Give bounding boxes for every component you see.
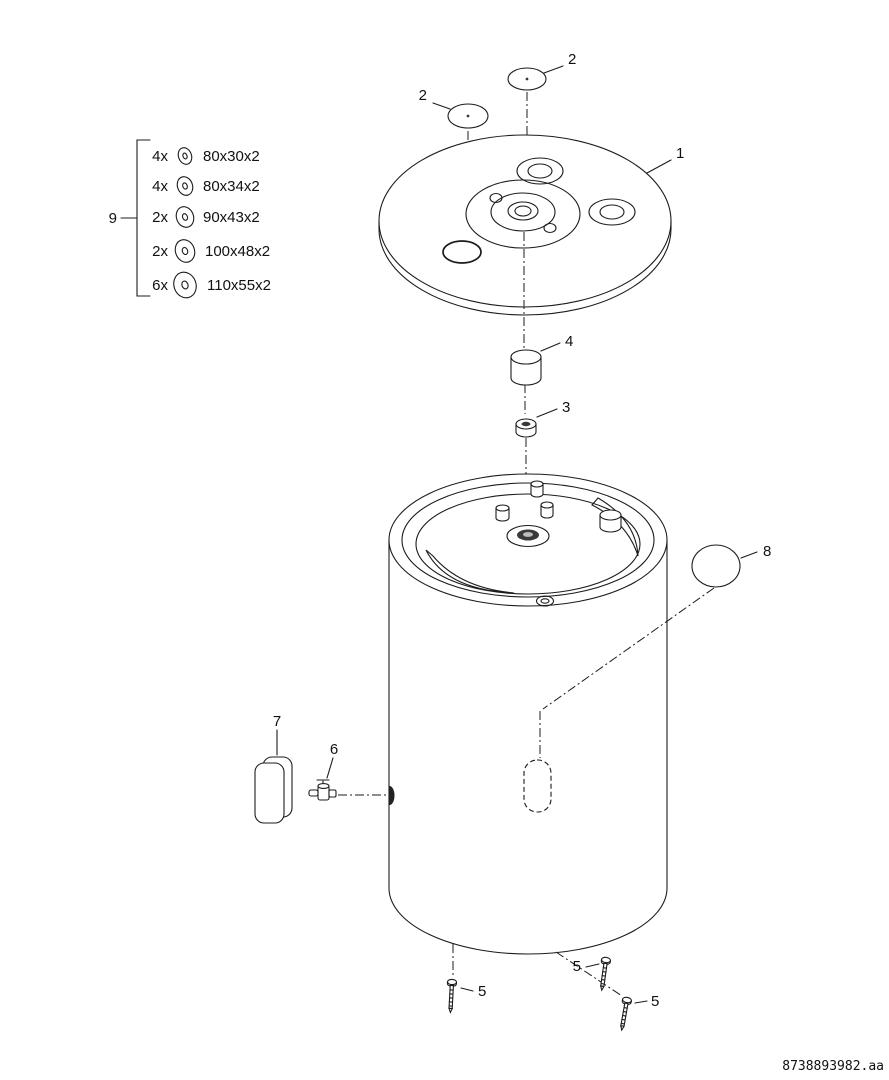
legend-qty: 2x [152,209,168,226]
leader-2-left [432,102,451,110]
callout-8: 8 [763,543,771,560]
legend-qty: 4x [152,178,168,195]
callout-5c: 5 [651,993,659,1010]
part-2-cap-right [507,67,547,91]
callout-2-left: 2 [419,87,427,104]
leader-4 [540,342,561,352]
tank-top-plate [415,493,641,595]
part-2-cap-left [447,103,489,129]
legend-size: 110x55x2 [207,277,271,294]
callout-5a: 5 [478,983,486,1000]
callout-6: 6 [330,741,338,758]
part-4-sleeve [510,349,542,386]
legend-size: 90x43x2 [203,209,260,226]
lid-rim-bottom [378,228,672,316]
part-6-valve [308,779,337,801]
legend-qty: 4x [152,148,168,165]
washer-icon [176,176,194,196]
tank-slot-left [425,549,515,594]
washer-icon [177,147,193,165]
callout-2-right: 2 [568,51,576,68]
part-3-gasket [515,418,537,438]
lid-bolt-hole [489,192,503,204]
tank-fitting-right [599,509,622,533]
legend-row: 4x 80x34x2 [152,176,260,196]
leader-5a [460,987,474,992]
sensor-pocket-outline [523,759,552,813]
centerline-screw-c [555,951,623,997]
tank-plate-hole [535,595,555,607]
part-1-lid [378,134,672,316]
part-8-cap [691,544,741,588]
lid-port-right [588,198,636,226]
tank-center-hub [506,524,550,548]
legend-row: 4x 80x30x2 [152,147,260,165]
callout-1: 1 [676,145,684,162]
legend-row: 6x 110x55x2 [152,271,271,299]
callout-3: 3 [562,399,570,416]
screw [620,996,633,1032]
legend-size: 80x30x2 [203,148,260,165]
tank-body [388,473,668,955]
callout-9: 9 [109,210,117,227]
valve-nipple [328,789,337,798]
legend-qty: 6x [152,277,168,294]
legend-size: 80x34x2 [203,178,260,195]
lid-rim-edges [378,220,672,230]
tank-shell [388,540,668,955]
leader-1 [646,159,672,174]
callout-4: 4 [565,333,573,350]
legend-size: 100x48x2 [205,243,270,260]
lid-opening-left [442,240,482,264]
legend-qty: 2x [152,243,168,260]
tank-stud-left [495,504,510,522]
tank-stud-rim [530,480,544,498]
legend-row: 2x 100x48x2 [152,239,270,263]
tank-drain-hole [389,786,395,805]
leader-5c [634,1000,648,1004]
callout-7: 7 [273,713,281,730]
washer-icon [175,206,195,228]
document-id: 8738893982.aa [782,1059,884,1074]
lid-bolt-hole [543,222,557,234]
lid-port-top [516,157,564,185]
washer-icon [174,239,196,263]
leader-2-right [543,65,564,74]
washer-icon [173,271,197,299]
tank-rim-inner [401,482,655,598]
tank-stud-mid [540,501,554,519]
legend-row: 2x 90x43x2 [152,206,260,228]
leader-8-dash-diagonal [542,587,715,710]
valve-spout [308,789,319,797]
screw [446,978,458,1014]
leader-5b [585,963,600,968]
legend-bracket [136,139,151,297]
leader-3 [536,408,558,418]
part-7-cover [254,756,293,824]
legend-washers: 9 4x 80x30x2 4x 80x34x2 2x [109,139,271,299]
leader-8 [740,551,758,559]
lid-hub [490,192,556,232]
screw [599,956,612,992]
leader-6 [326,757,334,779]
callout-5b: 5 [573,958,581,975]
